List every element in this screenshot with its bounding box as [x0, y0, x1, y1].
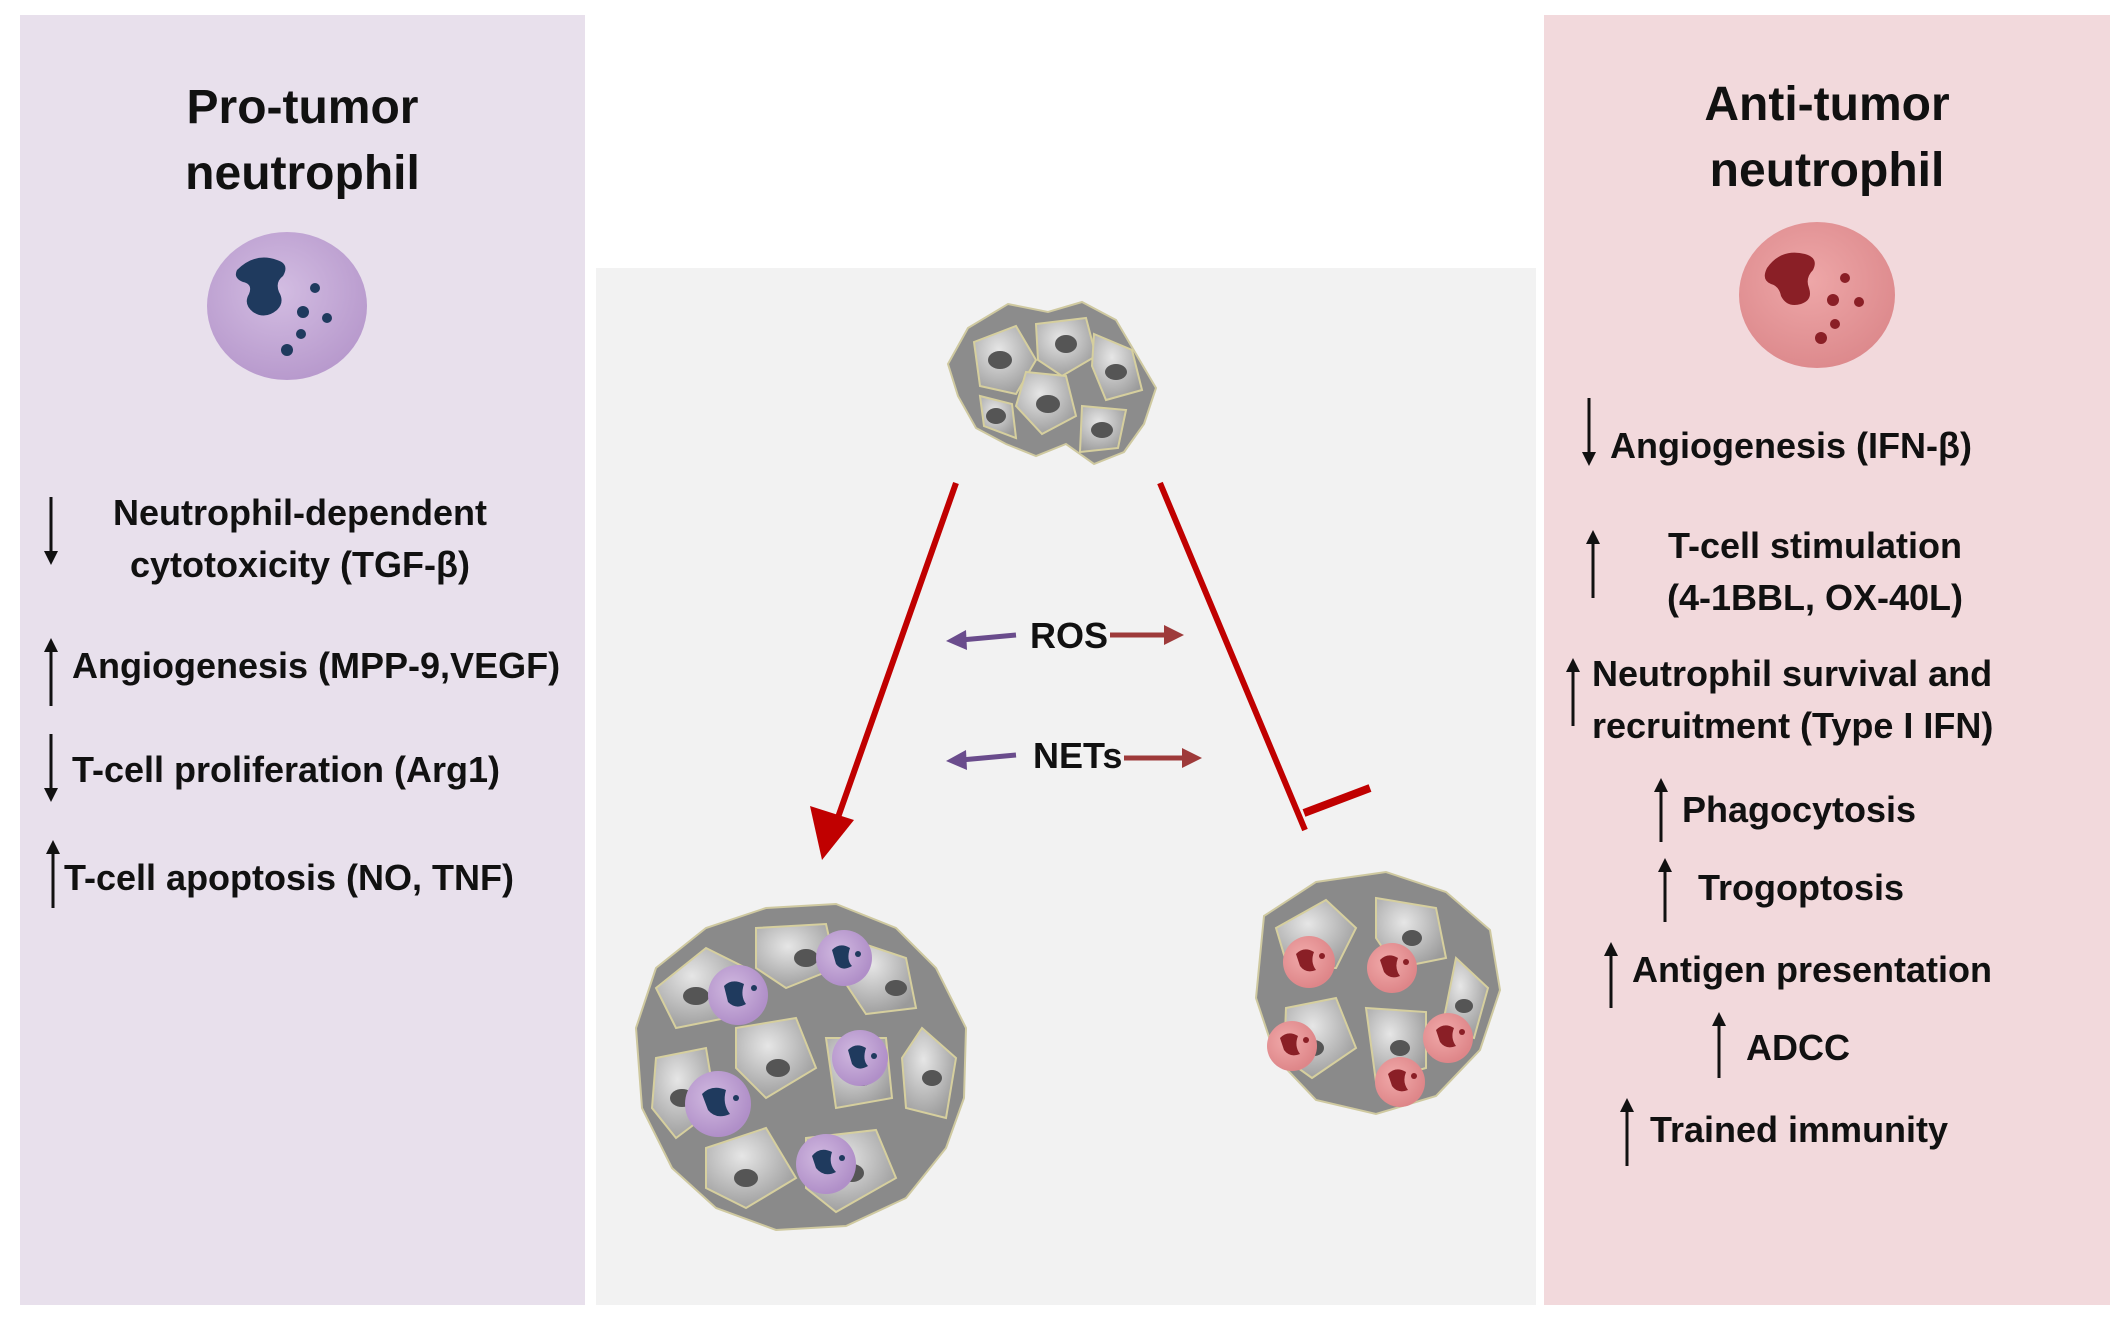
- pro-tumor-title-line1: Pro-tumor: [186, 81, 419, 134]
- pro-item-3-line1: T-cell apoptosis (NO, TNF): [64, 857, 515, 898]
- anti-item-1-arrow-up-icon: [1586, 530, 1600, 598]
- anti-item-0: Angiogenesis (IFN-β): [1610, 420, 1972, 472]
- pro-item-1-arrow-up-icon: [44, 638, 58, 706]
- anti-item-2-arrow-up-icon: [1566, 658, 1580, 726]
- anti-item-1-line2: (4-1BBL, OX-40L): [1666, 577, 1964, 618]
- anti-item-6: ADCC: [1746, 1022, 1850, 1074]
- ros-arrow-left: [960, 632, 1017, 643]
- ros-arrow-left-head: [946, 630, 967, 650]
- promotion-arrow-head: [810, 806, 854, 860]
- anti-tumor-cluster: [1254, 870, 1502, 1116]
- anti-item-3-line1: Phagocytosis: [1682, 789, 1917, 830]
- anti-item-5: Antigen presentation: [1632, 944, 1992, 996]
- pro-item-1: Angiogenesis (MPP-9,VEGF): [72, 640, 560, 692]
- inhibition-bar: [1302, 784, 1372, 817]
- pro-item-2-arrow-down-icon: [44, 734, 58, 802]
- pro-item-3: T-cell apoptosis (NO, TNF): [64, 852, 514, 904]
- anti-item-6-arrow-up-icon: [1712, 1012, 1726, 1078]
- anti-item-2-line2: recruitment (Type I IFN): [1592, 705, 1994, 746]
- anti-tumor-neutrophil-icon: [1739, 222, 1895, 368]
- anti-item-7: Trained immunity: [1650, 1104, 1948, 1156]
- pro-item-2: T-cell proliferation (Arg1): [72, 744, 500, 796]
- inhibition-line: [1157, 481, 1308, 832]
- pro-item-0-line1: Neutrophil-dependent: [113, 492, 487, 533]
- anti-item-5-arrow-up-icon: [1604, 942, 1618, 1008]
- anti-mini-neutrophils: [1267, 936, 1473, 1107]
- anti-item-7-arrow-up-icon: [1620, 1098, 1634, 1166]
- anti-tumor-title: Anti-tumor neutrophil: [1544, 72, 2110, 204]
- anti-item-2-line1: Neutrophil survival and: [1592, 653, 1993, 694]
- pro-mini-neutrophils: [685, 930, 888, 1194]
- anti-item-3: Phagocytosis: [1682, 784, 1916, 836]
- ros-arrow-right-head: [1164, 625, 1184, 645]
- small-tumor-cluster: [946, 300, 1158, 466]
- pro-item-0-line2: cytotoxicity (TGF-β): [130, 544, 470, 585]
- nets-arrow-left-head: [946, 750, 967, 770]
- anti-item-3-arrow-up-icon: [1654, 778, 1668, 842]
- large-tumor-cluster: [634, 902, 968, 1232]
- pro-tumor-panel: [20, 15, 585, 1305]
- nets-label: NETs: [1033, 735, 1123, 776]
- pro-item-0-arrow-down-icon: [44, 497, 58, 565]
- pro-tumor-title-line2: neutrophil: [185, 147, 420, 200]
- anti-item-2: Neutrophil survival and recruitment (Typ…: [1592, 648, 1993, 752]
- anti-item-1-line1: T-cell stimulation: [1667, 525, 1963, 566]
- anti-item-0-arrow-down-icon: [1582, 398, 1596, 466]
- pro-tumor-title: Pro-tumor neutrophil: [20, 75, 585, 207]
- pro-item-0: Neutrophil-dependent cytotoxicity (TGF-β…: [60, 487, 540, 591]
- promotion-arrow-line: [833, 482, 959, 824]
- ros-label: ROS: [1030, 615, 1109, 656]
- nets-arrow-right-head: [1182, 748, 1202, 768]
- pro-tumor-neutrophil-icon: [207, 232, 367, 380]
- anti-tumor-title-line1: Anti-tumor: [1704, 78, 1950, 131]
- anti-item-7-line1: Trained immunity: [1650, 1109, 1949, 1150]
- anti-item-4: Trogoptosis: [1698, 862, 1904, 914]
- anti-item-0-line1: Angiogenesis (IFN-β): [1610, 425, 1972, 466]
- anti-item-5-line1: Antigen presentation: [1632, 949, 1993, 990]
- anti-item-4-arrow-up-icon: [1658, 858, 1672, 922]
- anti-item-1: T-cell stimulation (4-1BBL, OX-40L): [1600, 520, 2030, 624]
- anti-tumor-title-line2: neutrophil: [1709, 144, 1945, 197]
- pro-item-3-arrow-up-icon: [46, 840, 60, 908]
- pro-item-1-line1: Angiogenesis (MPP-9,VEGF): [72, 645, 561, 686]
- nets-arrow-left: [960, 752, 1017, 763]
- anti-item-6-line1: ADCC: [1746, 1027, 1850, 1068]
- anti-item-4-line1: Trogoptosis: [1698, 867, 1904, 908]
- center-diagram: [634, 300, 1502, 1232]
- pro-item-2-line1: T-cell proliferation (Arg1): [72, 749, 501, 790]
